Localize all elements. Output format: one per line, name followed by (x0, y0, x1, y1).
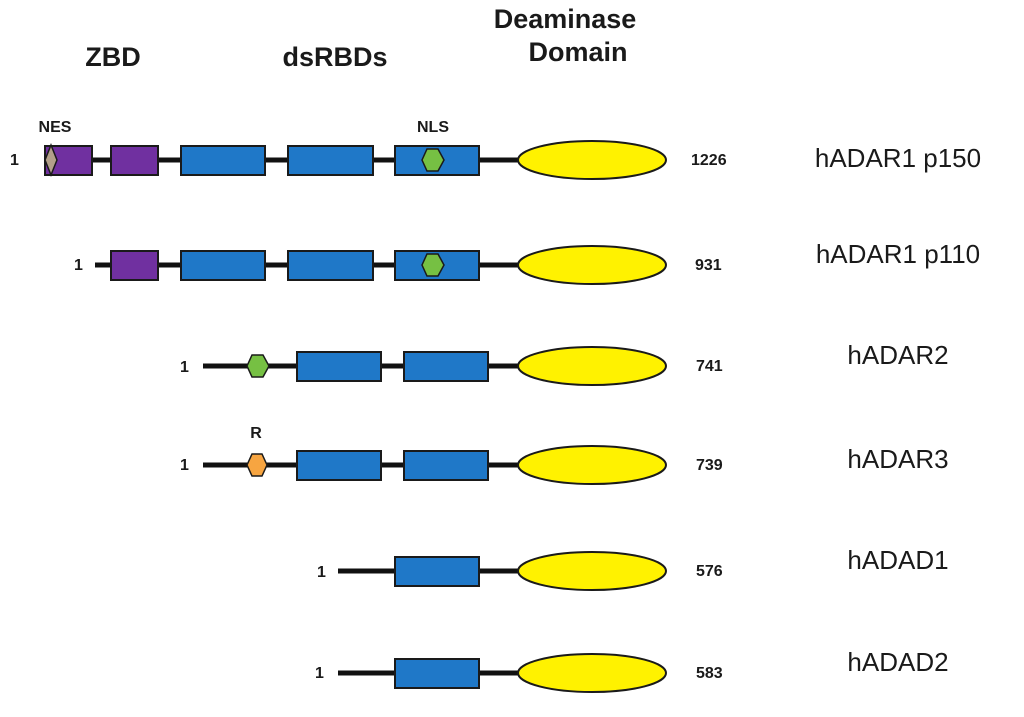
protein-length: 931 (695, 257, 722, 274)
protein-length: 739 (696, 457, 723, 474)
start-position: 1 (317, 564, 326, 581)
start-position: 1 (10, 152, 19, 169)
dsrbd-domain (180, 145, 266, 176)
start-position: 1 (74, 257, 83, 274)
nes-motif (44, 142, 58, 178)
dsrbd-domain (296, 351, 382, 382)
protein-row-hadad2: 1 583 hADAD2 (315, 647, 949, 693)
nls-motif (421, 253, 445, 277)
protein-row-hadar2: 1 741 hADAR2 (180, 340, 949, 386)
header-dsrbds: dsRBDs (282, 42, 387, 72)
nls-motif (246, 354, 270, 378)
dsrbd-domain (394, 658, 480, 689)
deaminase-domain (517, 445, 667, 485)
protein-length: 583 (696, 665, 723, 682)
start-position: 1 (315, 665, 324, 682)
zbd-domain (110, 145, 159, 176)
protein-row-hadad1: 1 576 hADAD1 (317, 545, 949, 591)
dsrbd-domain (287, 250, 374, 281)
protein-row-hadar3: 1 739 hADAR3 (180, 444, 949, 485)
dsrbd-domain (296, 450, 382, 481)
deaminase-domain (517, 551, 667, 591)
protein-row-hadar1-p150: 1 1226 hADAR1 p150 (10, 140, 981, 180)
start-position: 1 (180, 359, 189, 376)
deaminase-domain (517, 653, 667, 693)
dsrbd-domain (287, 145, 374, 176)
protein-name: hADAD1 (847, 545, 948, 575)
deaminase-domain (517, 346, 667, 386)
protein-name: hADAR3 (847, 444, 948, 474)
deaminase-domain (517, 140, 667, 180)
r-motif-label: R (250, 425, 262, 442)
header-deaminase-line2: Domain (528, 37, 627, 67)
protein-name: hADAR1 p150 (815, 143, 981, 173)
dsrbd-domain (394, 556, 480, 587)
start-position: 1 (180, 457, 189, 474)
r-motif (246, 453, 268, 477)
protein-name: hADAR1 p110 (816, 239, 980, 269)
protein-row-hadar1-p110: 1 931 hADAR1 p110 (74, 239, 980, 285)
dsrbd-domain (403, 351, 489, 382)
nes-label: NES (39, 119, 72, 136)
header-deaminase-line1: Deaminase (494, 4, 637, 34)
zbd-domain (110, 250, 159, 281)
protein-length: 741 (696, 358, 723, 375)
header-zbd: ZBD (85, 42, 141, 72)
nls-label: NLS (417, 119, 449, 136)
deaminase-domain (517, 245, 667, 285)
dsrbd-domain (403, 450, 489, 481)
nls-motif (421, 148, 445, 172)
protein-length: 1226 (691, 152, 727, 169)
dsrbd-domain (180, 250, 266, 281)
protein-name: hADAR2 (847, 340, 948, 370)
protein-length: 576 (696, 563, 723, 580)
protein-name: hADAD2 (847, 647, 948, 677)
